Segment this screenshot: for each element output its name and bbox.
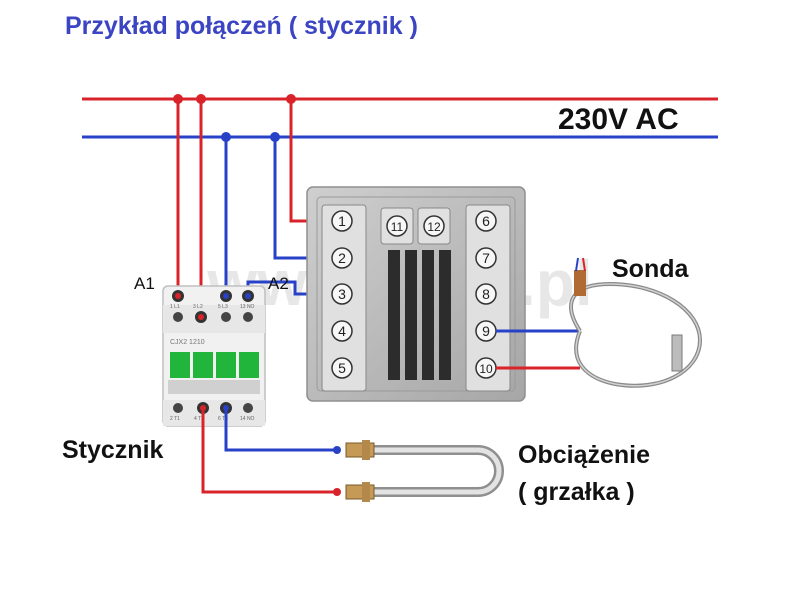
terminal-3-label: 3	[338, 286, 346, 302]
contactor-top-screws	[172, 290, 254, 323]
temperature-probe	[569, 257, 703, 388]
supply-voltage-label: 230V AC	[558, 103, 679, 136]
terminal-2: 2	[331, 247, 353, 269]
controller-vent	[388, 250, 451, 380]
contact-block-2	[193, 352, 213, 378]
heater-neutral-junction	[333, 446, 341, 454]
terminal-12: 12	[423, 215, 445, 237]
terminal-1: 1	[331, 210, 353, 232]
heater-element	[345, 440, 504, 502]
terminal-6: 6	[475, 210, 497, 232]
heater-live-wire	[201, 408, 337, 494]
contactor: CJX2 1210 1 L1 3 L2 5 L3 13 NO 2 T1 4 T2…	[162, 285, 266, 427]
terminal-12-label: 12	[427, 220, 441, 234]
top-terminal-mark-3: 5 L3	[218, 304, 228, 310]
bottom-terminal-mark-1: 2 T1	[170, 416, 180, 422]
terminal-9: 9	[475, 320, 497, 342]
a2-label: A2	[268, 274, 289, 293]
terminal-10: 10	[475, 357, 497, 379]
terminal-9-label: 9	[482, 323, 490, 339]
terminal-5-label: 5	[338, 360, 346, 376]
terminal-11-label: 11	[391, 220, 404, 234]
contact-block-1	[170, 352, 190, 378]
load-label: Obciążenie	[518, 441, 650, 469]
terminal-3: 3	[331, 283, 353, 305]
terminal-7-label: 7	[482, 250, 490, 266]
heater-live-junction	[333, 488, 341, 496]
heater-neutral-wire	[224, 408, 337, 452]
terminal-4: 4	[331, 320, 353, 342]
contactor-model-text: CJX2 1210	[170, 339, 205, 346]
page-title: Przykład połączeń ( stycznik )	[65, 12, 418, 40]
terminal-2-label: 2	[338, 250, 346, 266]
terminal-10-label: 10	[479, 362, 493, 376]
top-terminal-mark-1: 1 L1	[170, 304, 180, 310]
probe-label: Sonda	[612, 255, 689, 283]
terminal-4-label: 4	[338, 323, 346, 339]
contact-block-4	[239, 352, 259, 378]
bottom-terminal-mark-3: 6 T3	[218, 416, 228, 422]
bottom-terminal-mark-2: 4 T2	[194, 416, 204, 422]
contactor-label: Stycznik	[62, 436, 164, 464]
terminal-5: 5	[331, 357, 353, 379]
terminal-6-label: 6	[482, 213, 490, 229]
top-terminal-mark-2: 3 L2	[193, 304, 203, 310]
terminal-8-label: 8	[482, 286, 490, 302]
terminal-7: 7	[475, 247, 497, 269]
top-terminal-mark-4: 13 NO	[240, 304, 255, 310]
bottom-terminal-mark-4: 14 NO	[240, 416, 255, 422]
load-sublabel: ( grzałka )	[518, 478, 635, 506]
junction-dots	[173, 94, 296, 142]
contact-block-3	[216, 352, 236, 378]
terminal-11: 11	[386, 215, 408, 237]
terminal-8: 8	[475, 283, 497, 305]
a1-label: A1	[134, 274, 155, 293]
terminal-1-label: 1	[338, 213, 346, 229]
